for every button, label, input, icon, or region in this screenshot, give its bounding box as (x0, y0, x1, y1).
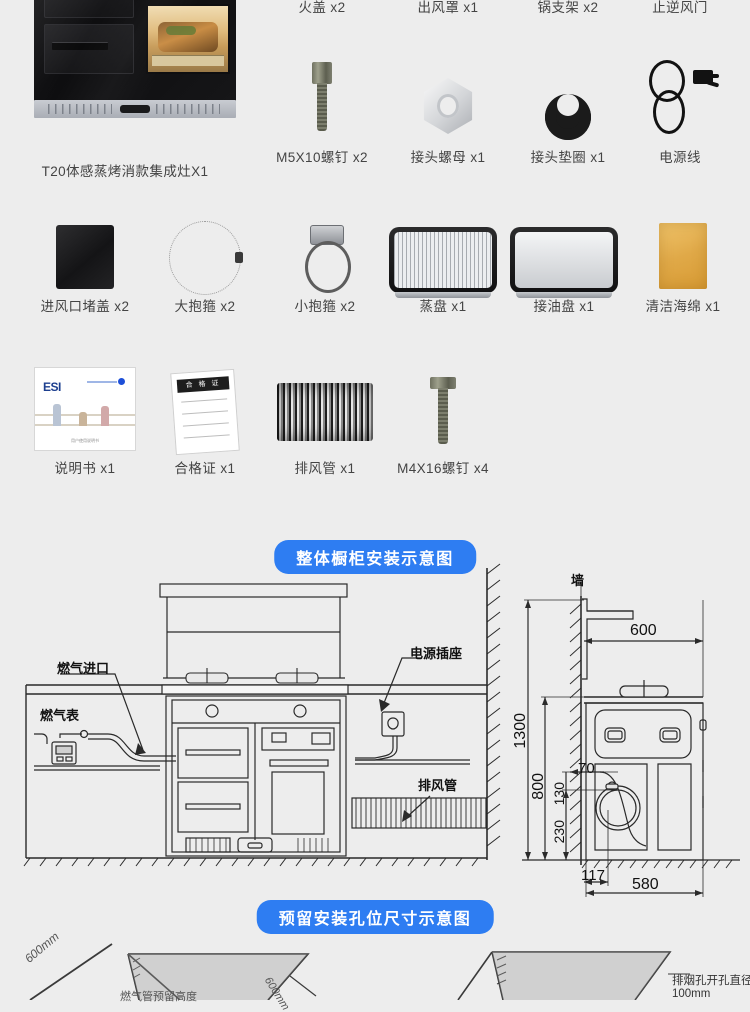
part-label: 锅支架 x2 (537, 0, 599, 15)
hole-caption-left: 燃气管预留高度 (120, 991, 197, 1003)
section-title-cabinet-install: 整体橱柜安装示意图 (274, 540, 476, 574)
reserved-hole-drawing (29, 943, 690, 1000)
sponge-icon (659, 223, 707, 289)
dim-117: 117 (581, 867, 605, 884)
part-label: 合格证 x1 (174, 461, 236, 476)
part-label: 进风口堵盖 x2 (40, 299, 130, 314)
label-power-socket: 电源插座 (410, 646, 463, 661)
part-product-unit: T20体感蒸烤消款集成灶X1 (10, 0, 240, 180)
label-gas-meter: 燃气表 (40, 708, 80, 723)
dim-130: 130 (551, 782, 567, 806)
part-air-outlet-hood: 出风罩 x1 (388, 0, 508, 16)
part-label: 小抱箍 x2 (294, 299, 356, 314)
part-pot-rack: 锅支架 x2 (508, 0, 628, 16)
part-label: 接头螺母 x1 (410, 150, 486, 165)
part-manual: ESI 用户使用说明书 说明书 x1 (25, 365, 145, 477)
steam-tray-icon (389, 227, 497, 298)
washer-icon (545, 94, 591, 140)
hole-note-line2: 100mm (672, 988, 711, 1000)
part-label: 电源线 (659, 150, 701, 165)
certificate-title: 合 格 证 (185, 379, 221, 390)
part-check-damper: 止逆风门 (620, 0, 740, 16)
part-label: 接头垫圈 x1 (530, 150, 606, 165)
power-cord-icon (645, 58, 720, 134)
dim-230: 230 (551, 820, 567, 844)
dim-600: 600 (630, 622, 657, 639)
screw-icon (430, 377, 456, 447)
cabinet-install-drawing (23, 563, 501, 867)
dimension-drawing (522, 582, 740, 897)
certificate-icon: 合 格 证 (170, 368, 240, 456)
label-exhaust-pipe: 排风管 (418, 778, 458, 793)
part-label: 清洁海绵 x1 (645, 299, 721, 314)
part-label: 说明书 x1 (54, 461, 116, 476)
part-label: 排风管 x1 (294, 461, 356, 476)
part-label: 止逆风门 (652, 0, 708, 15)
part-small-hose-clamp: 小抱箍 x2 (265, 215, 385, 315)
part-cleaning-sponge: 清洁海绵 x1 (623, 215, 743, 315)
part-label: 大抱箍 x2 (174, 299, 236, 314)
part-joint-washer: 接头垫圈 x1 (508, 62, 628, 166)
part-steam-tray: 蒸盘 x1 (383, 215, 503, 315)
integrated-cooker-icon (34, 0, 236, 118)
part-certificate: 合 格 证 合格证 x1 (145, 365, 265, 477)
part-joint-nut: 接头螺母 x1 (388, 62, 508, 166)
part-label: M5X10螺钉 x2 (276, 150, 368, 165)
screw-icon (309, 62, 335, 132)
part-burner-cap: 火盖 x2 (262, 0, 382, 16)
part-m5x10-screw: M5X10螺钉 x2 (262, 62, 382, 166)
dim-1300: 1300 (512, 713, 529, 749)
part-oil-tray: 接油盘 x1 (504, 215, 624, 315)
part-label: 接油盘 x1 (533, 299, 595, 314)
manual-brand: ESI (43, 380, 61, 394)
part-label: 火盖 x2 (298, 0, 346, 15)
inlet-cover-icon (56, 225, 114, 289)
dim-70: 70 (578, 760, 595, 777)
label-gas-inlet: 燃气进口 (57, 661, 110, 676)
part-label: 蒸盘 x1 (419, 299, 467, 314)
large-clamp-icon (169, 221, 243, 295)
part-label: 出风罩 x1 (417, 0, 479, 15)
label-wall: 墙 (571, 573, 585, 588)
manual-caption: 用户使用说明书 (71, 438, 99, 443)
section-title-reserved-hole: 预留安装孔位尺寸示意图 (256, 900, 494, 934)
dim-800: 800 (530, 773, 547, 800)
small-clamp-icon (302, 223, 351, 293)
part-air-inlet-cover: 进风口堵盖 x2 (25, 215, 145, 315)
oil-tray-icon (510, 227, 618, 298)
part-large-hose-clamp: 大抱箍 x2 (145, 215, 265, 315)
part-power-cord: 电源线 (620, 58, 740, 166)
part-label: T20体感蒸烤消款集成灶X1 (41, 164, 209, 179)
part-exhaust-pipe: 排风管 x1 (265, 365, 385, 477)
flex-duct-icon (277, 383, 373, 441)
hex-nut-icon (420, 78, 476, 134)
part-label: M4X16螺钉 x4 (397, 461, 489, 476)
part-m4x16-screw: M4X16螺钉 x4 (383, 365, 503, 477)
dim-580: 580 (632, 876, 659, 893)
manual-book-icon: ESI 用户使用说明书 (34, 367, 136, 451)
hole-note-line1: 排烟孔开孔直径 (672, 975, 750, 987)
